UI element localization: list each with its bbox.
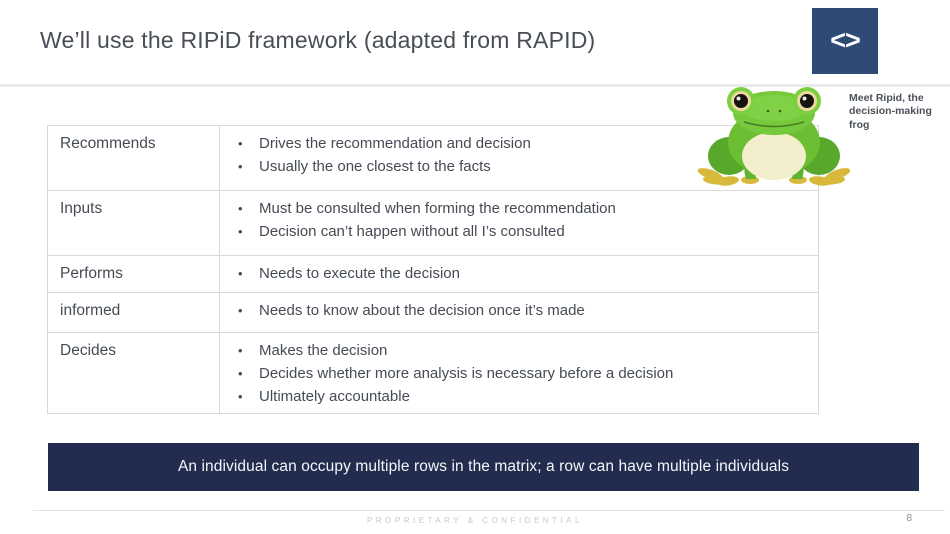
- bullet-list: • Needs to know about the decision once i…: [220, 296, 810, 322]
- table-row: Inputs • Must be consulted when forming th…: [47, 190, 819, 256]
- term-cell: Inputs: [47, 190, 220, 256]
- description-cell: • Needs to execute the decision: [219, 255, 819, 293]
- bullet-item: • Needs to execute the decision: [238, 262, 810, 285]
- footer-label: PROPRIETARY & CONFIDENTIAL: [367, 516, 583, 525]
- term-cell: informed: [47, 292, 220, 333]
- bullet-text: Decides whether more analysis is necessa…: [259, 365, 674, 382]
- bullet-text: Needs to know about the decision once it…: [259, 302, 585, 319]
- bullet-item: • Needs to know about the decision once i…: [238, 299, 810, 322]
- title-divider: [0, 84, 950, 87]
- page-title: We’ll use the RIPiD framework (adapted f…: [40, 27, 596, 53]
- bullet-item: • Usually the one closest to the facts: [238, 155, 810, 178]
- page-number: 8: [906, 513, 912, 524]
- bullet-item: • Must be consulted when forming the reco…: [238, 197, 810, 220]
- table-row: Decides • Makes the decision • Decides wheth…: [47, 332, 819, 414]
- term-cell: Recommends: [47, 125, 220, 191]
- table-row: Performs • Needs to execute the decision: [47, 255, 819, 293]
- bullet-text: Usually the one closest to the facts: [259, 158, 491, 175]
- bullet-icon: •: [238, 343, 243, 358]
- description-cell: • Must be consulted when forming the reco…: [219, 190, 819, 256]
- bullet-text: Must be consulted when forming the recom…: [259, 200, 616, 217]
- bullet-icon: •: [238, 266, 243, 281]
- logo-badge: <>: [812, 8, 878, 74]
- term-cell: Performs: [47, 255, 220, 293]
- framework-table: Recommends • Drives the recommendation and…: [47, 125, 819, 414]
- bullet-text: Drives the recommendation and decision: [259, 135, 531, 152]
- code-brackets-icon: <>: [830, 24, 861, 55]
- bullet-icon: •: [238, 159, 243, 174]
- table-row: informed • Needs to know about the decisio…: [47, 292, 819, 333]
- bullet-text: Decision can’t happen without all I’s co…: [259, 223, 565, 240]
- term-cell: Decides: [47, 332, 220, 414]
- bullet-list: • Must be consulted when forming the reco…: [220, 194, 810, 243]
- description-cell: • Needs to know about the decision once i…: [219, 292, 819, 333]
- bullet-icon: •: [238, 303, 243, 318]
- bullet-list: • Needs to execute the decision: [220, 259, 810, 285]
- bullet-item: • Decides whether more analysis is necess…: [238, 362, 810, 385]
- banner-text: An individual can occupy multiple rows i…: [177, 458, 790, 475]
- bullet-list: • Makes the decision • Decides whether more…: [220, 336, 810, 408]
- bullet-item: • Drives the recommendation and decision: [238, 132, 810, 155]
- bullet-item: • Decision can’t happen without all I’s c…: [238, 220, 810, 243]
- frog-image: [698, 87, 850, 186]
- frog-eyes: [727, 87, 821, 115]
- framework-table-body: Recommends • Drives the recommendation and…: [47, 125, 819, 414]
- bullet-item: • Makes the decision: [238, 339, 810, 362]
- bullet-icon: •: [238, 366, 243, 381]
- bullet-text: Ultimately accountable: [259, 388, 410, 405]
- footer-divider: [33, 510, 945, 511]
- bullet-text: Needs to execute the decision: [259, 265, 460, 282]
- bullet-list: •Drives the recommendation and decision•…: [220, 129, 810, 178]
- key-message-banner: An individual can occupy multiple rows i…: [48, 443, 919, 491]
- bullet-item: • Ultimately accountable: [238, 385, 810, 408]
- bullet-icon: •: [238, 224, 243, 239]
- bullet-icon: •: [238, 389, 243, 404]
- frog-caption: Meet Ripid, the decision-making frog: [849, 92, 932, 131]
- bullet-icon: •: [238, 201, 243, 216]
- bullet-icon: •: [238, 136, 243, 151]
- bullet-text: Makes the decision: [259, 342, 388, 359]
- description-cell: • Makes the decision • Decides whether more…: [219, 332, 819, 414]
